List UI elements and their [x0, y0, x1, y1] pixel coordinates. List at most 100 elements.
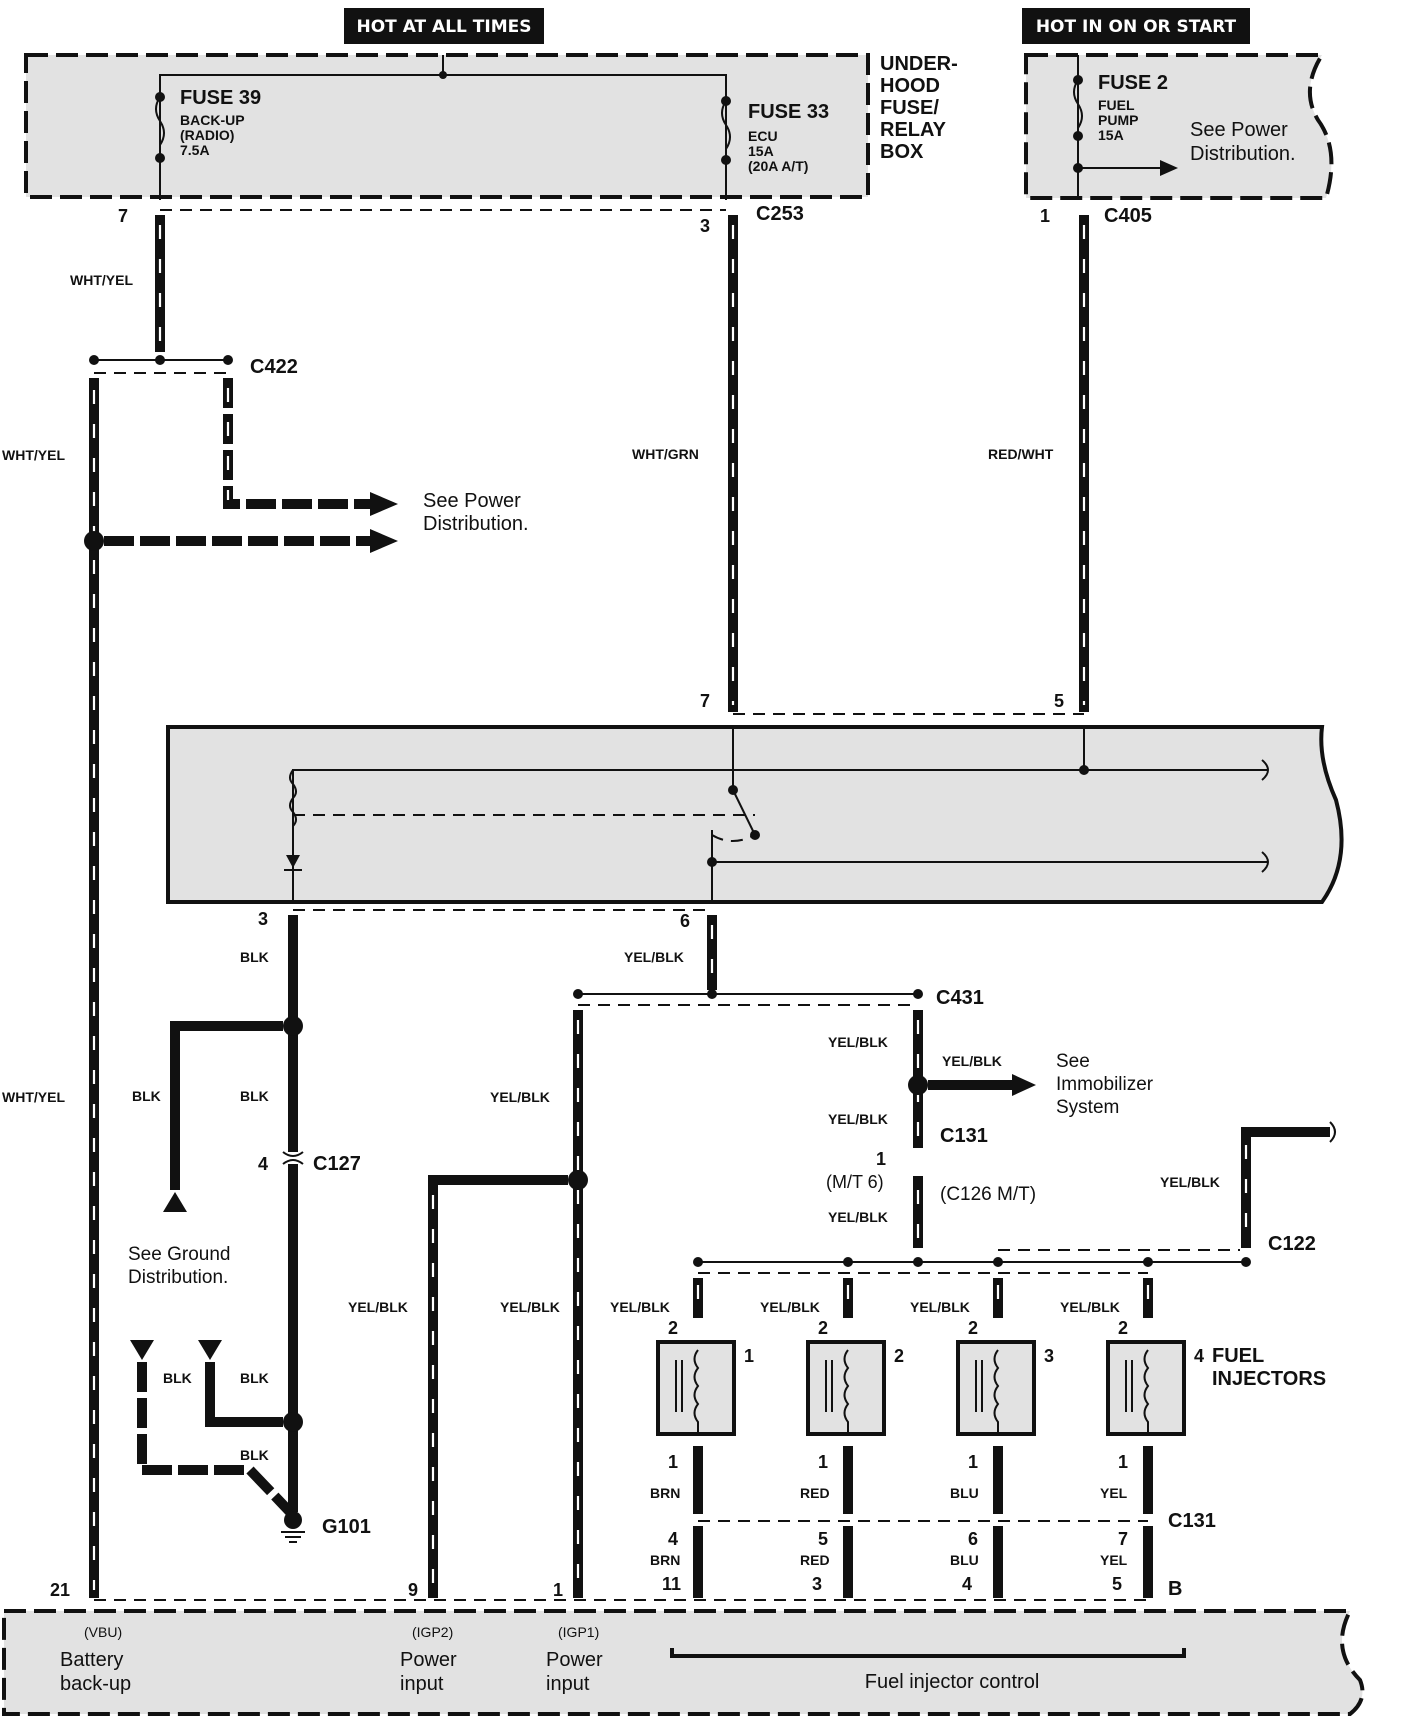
ecm-battery-backup: Battery [60, 1649, 123, 1671]
svg-text:Immobilizer: Immobilizer [1056, 1074, 1154, 1095]
svg-text:input: input [546, 1673, 590, 1695]
wire-color-label: RED [800, 1485, 830, 1501]
svg-text:BACK-UP: BACK-UP [180, 112, 245, 128]
svg-text:YEL/BLK: YEL/BLK [348, 1299, 408, 1315]
fuse-39-label: FUSE 39 [180, 87, 261, 109]
injector-coil-icon [1143, 1349, 1150, 1432]
wire-wht-yel-c422-branch [223, 378, 398, 516]
fuse-2-icon [1073, 75, 1083, 141]
ecm-pin-label: 5 [1112, 1574, 1122, 1594]
svg-text:15A: 15A [1098, 127, 1124, 143]
svg-text:21: 21 [50, 1580, 70, 1600]
svg-text:YEL/BLK: YEL/BLK [828, 1111, 888, 1127]
svg-text:YEL/BLK: YEL/BLK [500, 1299, 560, 1315]
injector-pin-label: 2 [1118, 1318, 1128, 1338]
svg-text:RELAY: RELAY [880, 119, 947, 141]
fuel-injectors-group: YEL/BLK211BRN4BRN11(INJ1)YEL/BLK221RED5R… [610, 1278, 1204, 1640]
ground-g101-icon [281, 1511, 305, 1543]
svg-text:7: 7 [118, 206, 128, 226]
fuse-39-icon [155, 92, 165, 163]
svg-text:15A: 15A [748, 143, 774, 159]
see-power-distribution-fuse2[interactable]: See Power [1190, 119, 1288, 141]
see-power-distribution-c422[interactable]: See Power [423, 490, 521, 512]
see-ground-distribution[interactable]: See Ground [128, 1244, 230, 1265]
ecm-pin-label: 11 [662, 1574, 681, 1594]
svg-text:INJECTORS: INJECTORS [1212, 1368, 1326, 1390]
connector-c131-lower: C131 [1168, 1510, 1216, 1532]
svg-text:RED/WHT: RED/WHT [988, 446, 1054, 462]
ground-reference-icon [163, 1192, 187, 1212]
svg-text:Distribution.: Distribution. [1190, 143, 1296, 165]
svg-text:6: 6 [680, 911, 690, 931]
injector-pin-label: 2 [968, 1318, 978, 1338]
fuel-injectors-title: FUEL [1212, 1345, 1264, 1367]
svg-text:(IGP1): (IGP1) [558, 1624, 599, 1640]
connector-c422: C422 [250, 356, 298, 378]
injector-pin-label: 2 [818, 1318, 828, 1338]
ground-g101: G101 [322, 1516, 371, 1538]
wire-color-label: YEL/BLK [610, 1299, 670, 1315]
connector-c431: C431 [936, 987, 984, 1009]
ecm-power-input-igp2: Power [400, 1649, 457, 1671]
header-hot-all-times: HOT AT ALL TIMES [344, 8, 544, 44]
see-immobilizer-system[interactable]: See [1056, 1051, 1090, 1072]
svg-text:YEL/BLK: YEL/BLK [624, 949, 684, 965]
injector-number: 2 [894, 1346, 904, 1366]
svg-text:WHT/YEL: WHT/YEL [2, 1089, 65, 1105]
svg-text:3: 3 [258, 909, 268, 929]
wire-color-label: YEL/BLK [760, 1299, 820, 1315]
svg-text:UNDER-: UNDER- [880, 53, 958, 75]
svg-text:(M/T 6): (M/T 6) [826, 1172, 884, 1192]
injector-number: 1 [744, 1346, 754, 1366]
wire-color-label: YEL/BLK [910, 1299, 970, 1315]
svg-text:(20A A/T): (20A A/T) [748, 158, 808, 174]
svg-text:YEL/BLK: YEL/BLK [942, 1053, 1002, 1069]
svg-text:ECU: ECU [748, 128, 778, 144]
svg-text:BLK: BLK [240, 1447, 269, 1463]
connector-c131: C131 [940, 1125, 988, 1147]
svg-text:BLK: BLK [240, 949, 269, 965]
svg-text:FUSE/: FUSE/ [880, 97, 939, 119]
injector-pin-label: 1 [968, 1452, 978, 1472]
fuse-33-icon [721, 96, 731, 165]
svg-text:YEL/BLK: YEL/BLK [490, 1089, 550, 1105]
svg-text:BLK: BLK [163, 1370, 192, 1386]
c131-pin-label: 5 [818, 1529, 828, 1549]
injector-coil-icon [843, 1349, 850, 1432]
arrow-right-icon [1012, 1074, 1036, 1096]
svg-text:FUEL: FUEL [1098, 97, 1135, 113]
connector-c405: C405 [1104, 205, 1152, 227]
fuse-2-box [1024, 53, 1334, 200]
c131-pin-label: 7 [1118, 1529, 1128, 1549]
ecm-fuel-injector-control: Fuel injector control [865, 1671, 1040, 1693]
injector-pin-label: 2 [668, 1318, 678, 1338]
svg-text:WHT/YEL: WHT/YEL [2, 447, 65, 463]
injector-coil-icon [993, 1349, 1000, 1432]
ecm-power-input-igp1: Power [546, 1649, 603, 1671]
fuse-2-label: FUSE 2 [1098, 72, 1168, 94]
connector-c126: (C126 M/T) [940, 1184, 1036, 1205]
svg-text:BLK: BLK [132, 1088, 161, 1104]
wire-yel-blk-igp2 [428, 1175, 568, 1598]
wire-color-label: BLU [950, 1552, 979, 1568]
svg-text:YEL/BLK: YEL/BLK [1160, 1174, 1220, 1190]
svg-text:YEL/BLK: YEL/BLK [828, 1034, 888, 1050]
header-hot-on-start-text: HOT IN ON OR START [1036, 17, 1237, 37]
svg-text:input: input [400, 1673, 444, 1695]
svg-text:1: 1 [553, 1580, 563, 1600]
svg-text:7.5A: 7.5A [180, 142, 210, 158]
svg-text:4: 4 [258, 1154, 268, 1174]
svg-text:1: 1 [1040, 206, 1050, 226]
svg-text:Distribution.: Distribution. [423, 513, 529, 535]
wire-color-label: BRN [650, 1485, 680, 1501]
header-hot-on-start: HOT IN ON OR START [1022, 8, 1250, 44]
svg-text:System: System [1056, 1097, 1119, 1118]
wire-color-label: YEL/BLK [1060, 1299, 1120, 1315]
wire-color-label: YEL [1100, 1552, 1128, 1568]
svg-text:7: 7 [700, 691, 710, 711]
injector-pin-label: 1 [1118, 1452, 1128, 1472]
header-hot-all-times-text: HOT AT ALL TIMES [357, 17, 532, 37]
arrow-right-icon [1160, 160, 1178, 176]
c131-pin-label: 4 [668, 1529, 678, 1549]
